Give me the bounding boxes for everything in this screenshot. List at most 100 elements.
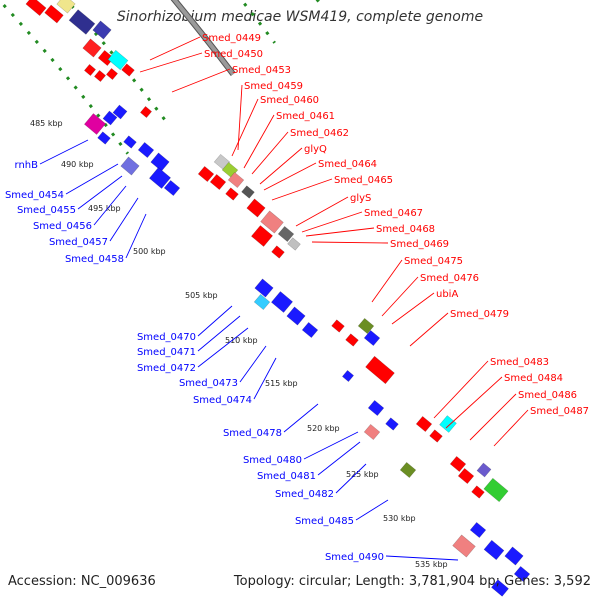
forward-gene-block-9: [106, 68, 118, 80]
reverse-gene-leader-7: [197, 305, 233, 337]
forward-gene-leader-2: [139, 52, 203, 73]
forward-gene-label-1: Smed_0449: [202, 33, 261, 44]
reverse-gene-block-39: [286, 306, 306, 326]
forward-gene-block-43: [345, 333, 359, 347]
reverse-gene-label-12: Smed_0478: [223, 428, 282, 439]
reverse-gene-label-16: Smed_0485: [295, 516, 354, 527]
forward-gene-block-31: [260, 210, 284, 234]
reverse-gene-leader-4: [93, 185, 127, 226]
reverse-gene-leader-6: [125, 213, 147, 259]
reverse-gene-leader-9: [197, 327, 249, 368]
forward-gene-block-2: [56, 0, 76, 14]
forward-gene-label-15: Smed_0475: [404, 256, 463, 267]
reverse-gene-label-1: rnhB: [15, 160, 39, 171]
reverse-gene-block-21: [149, 167, 171, 189]
dotted-guide-arc-3: [315, 0, 324, 8]
accession-label: Accession: NC_009636: [8, 574, 156, 589]
reverse-gene-block-3: [68, 9, 96, 35]
reverse-gene-block-49: [363, 423, 381, 441]
reverse-gene-block-38: [271, 291, 293, 313]
reverse-gene-block-20: [120, 156, 140, 176]
forward-gene-leader-18: [409, 312, 449, 347]
dotted-guide-arc-0: [0, 0, 129, 155]
forward-gene-label-19: Smed_0483: [490, 357, 549, 368]
reverse-gene-leader-11: [253, 357, 277, 400]
reverse-gene-block-62: [504, 546, 524, 566]
forward-gene-label-9: Smed_0464: [318, 159, 377, 170]
reverse-gene-block-4: [92, 20, 112, 40]
reverse-gene-block-16: [97, 131, 111, 145]
backbone: [171, 0, 235, 76]
forward-gene-label-6: Smed_0461: [276, 111, 335, 122]
forward-gene-block-57: [483, 477, 509, 503]
reverse-gene-block-41: [342, 370, 354, 382]
forward-gene-block-45: [363, 329, 381, 347]
forward-gene-block-26: [209, 173, 227, 191]
forward-gene-block-25: [197, 165, 215, 183]
forward-gene-block-32: [277, 225, 295, 243]
forward-gene-label-5: Smed_0460: [260, 95, 319, 106]
forward-gene-label-17: ubiA: [436, 289, 458, 300]
forward-gene-leader-21: [469, 393, 517, 441]
forward-gene-label-12: Smed_0467: [364, 208, 423, 219]
forward-gene-leader-4: [237, 84, 243, 151]
reverse-gene-block-63: [513, 565, 531, 583]
forward-gene-label-11: glyS: [350, 193, 371, 204]
reverse-gene-label-8: Smed_0471: [137, 347, 196, 358]
forward-gene-label-7: Smed_0462: [290, 128, 349, 139]
reverse-gene-label-10: Smed_0473: [179, 378, 238, 389]
forward-gene-label-22: Smed_0487: [530, 406, 589, 417]
forward-gene-block-54: [449, 455, 467, 473]
forward-gene-leader-20: [445, 376, 503, 429]
forward-gene-label-4: Smed_0459: [244, 81, 303, 92]
ruler-label-7: 515 kbp: [265, 379, 298, 388]
forward-gene-block-52: [429, 429, 443, 443]
forward-gene-label-18: Smed_0479: [450, 309, 509, 320]
ruler-label-1: 485 kbp: [30, 119, 63, 128]
reverse-gene-block-19: [150, 152, 170, 172]
reverse-gene-block-59: [469, 521, 487, 539]
reverse-gene-leader-15: [335, 463, 367, 494]
forward-gene-block-7: [107, 49, 129, 71]
forward-gene-block-27: [227, 171, 245, 189]
forward-gene-block-30: [246, 198, 266, 218]
forward-gene-label-14: Smed_0469: [390, 239, 449, 250]
reverse-gene-leader-16: [355, 499, 389, 521]
ruler-label-11: 535 kbp: [415, 560, 448, 569]
forward-gene-leader-17: [391, 292, 435, 325]
forward-gene-block-0: [25, 0, 47, 16]
reverse-gene-leader-2: [65, 163, 119, 195]
reverse-gene-block-22: [163, 179, 181, 197]
forward-gene-leader-7: [251, 131, 289, 175]
forward-gene-label-8: glyQ: [304, 144, 327, 155]
forward-gene-leader-13: [305, 227, 375, 237]
forward-gene-block-56: [476, 462, 492, 478]
reverse-gene-label-4: Smed_0456: [33, 221, 92, 232]
forward-gene-block-33: [287, 237, 301, 251]
forward-gene-block-46: [365, 355, 395, 385]
forward-gene-block-1: [44, 4, 64, 24]
forward-gene-label-10: Smed_0465: [334, 175, 393, 186]
forward-gene-block-11: [84, 64, 96, 76]
reverse-gene-label-9: Smed_0472: [137, 363, 196, 374]
reverse-gene-block-37: [253, 293, 271, 311]
ruler-label-3: 495 kbp: [88, 204, 121, 213]
forward-gene-leader-3: [171, 68, 231, 93]
reverse-gene-leader-5: [109, 197, 139, 242]
forward-gene-leader-15: [371, 259, 403, 303]
forward-gene-label-3: Smed_0453: [232, 65, 291, 76]
reverse-gene-leader-17: [385, 555, 459, 561]
forward-gene-leader-14: [311, 241, 389, 244]
forward-gene-label-21: Smed_0486: [518, 390, 577, 401]
reverse-gene-block-50: [399, 461, 417, 479]
reverse-gene-leader-14: [317, 441, 361, 476]
reverse-gene-leader-10: [239, 345, 267, 383]
reverse-gene-block-17: [123, 135, 137, 149]
reverse-gene-block-13: [84, 113, 106, 135]
forward-gene-leader-5: [231, 98, 259, 157]
forward-gene-block-42: [331, 319, 345, 333]
forward-gene-leader-10: [271, 178, 333, 201]
reverse-gene-block-48: [385, 417, 399, 431]
